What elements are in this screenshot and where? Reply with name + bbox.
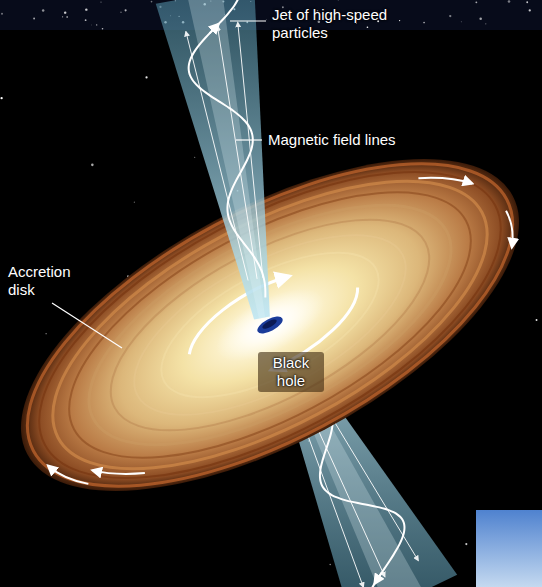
leader-line [230,20,266,21]
jet-cone [156,0,270,319]
star [145,76,147,78]
callout-label: Accretion disk [8,263,93,299]
star [194,156,196,158]
particle-jet [156,0,270,319]
leader-line [236,139,262,140]
callout-label: Black hole [258,352,324,392]
star [526,1,528,3]
star [102,28,104,30]
field-arrow [210,24,219,33]
field-arrow [375,572,382,583]
star [529,9,531,11]
star [423,22,425,24]
accretion-disk [0,92,542,559]
star [151,1,153,3]
star [42,9,44,11]
star [96,24,97,25]
jet-core [188,0,265,319]
magnetic-field-line [189,0,266,297]
star [465,543,467,545]
star [64,11,66,13]
star [125,9,127,11]
star [46,333,47,334]
leader-lines [52,21,266,348]
star [134,202,135,203]
star [475,1,477,3]
star [85,19,87,21]
star [367,26,369,28]
star [485,23,486,24]
photo-corner [476,510,542,587]
star [460,21,462,23]
star [85,8,87,10]
star [1,13,3,15]
star [33,17,35,19]
star [329,564,330,565]
star [0,97,2,99]
star [100,1,101,2]
star [66,16,68,18]
star [90,24,92,26]
star [449,15,451,17]
star [399,20,400,21]
callout-label: Jet of high-speed particles [272,6,412,42]
star [536,319,538,321]
star [337,0,339,1]
star [62,16,63,17]
star [508,0,511,3]
star [120,11,122,13]
star [91,164,94,167]
leader-line [52,303,122,348]
callout-label: Magnetic field lines [268,131,396,149]
star [479,18,482,21]
flow-line [186,32,248,281]
